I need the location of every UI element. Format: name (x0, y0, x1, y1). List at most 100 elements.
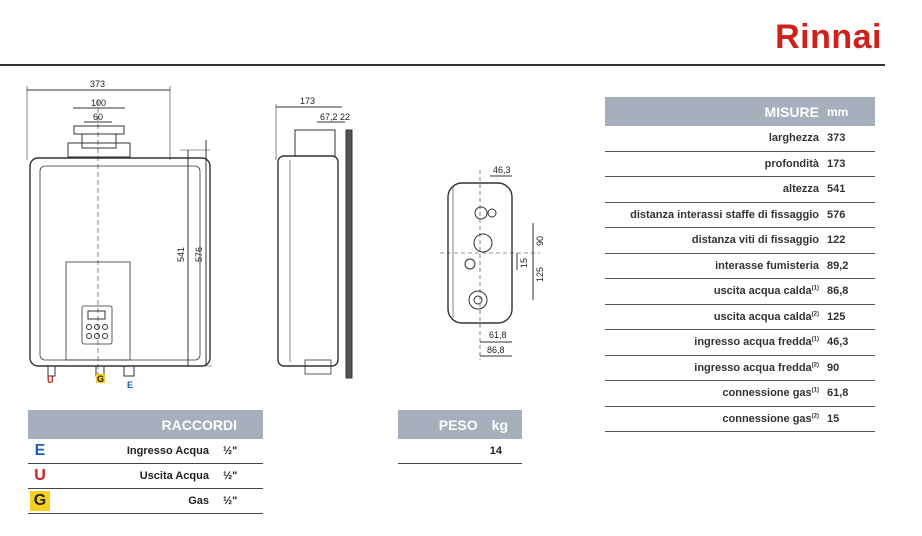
misure-label: distanza interassi staffe di fissaggio (605, 209, 827, 221)
misure-row: distanza interassi staffe di fissaggio 57… (605, 203, 875, 228)
misure-label: uscita acqua calda(1) (605, 285, 827, 297)
dim-b4: 125 (535, 267, 545, 282)
misure-value: 46,3 (827, 336, 849, 349)
misure-row: uscita acqua calda(1)86,8 (605, 279, 875, 305)
misure-label: ingresso acqua fredda(2) (605, 362, 827, 374)
misure-footnote: (1) (811, 387, 819, 394)
misure-table: MISURE mm larghezza 373 profondità 173 altez… (605, 97, 875, 432)
misure-label-text: ingresso acqua fredda (694, 361, 812, 374)
misure-value: 576 (827, 208, 846, 221)
misure-label-text: interasse fumisteria (715, 259, 819, 272)
misure-row: interasse fumisteria 89,2 (605, 254, 875, 279)
misure-label-text: distanza interassi staffe di fissaggio (630, 208, 819, 221)
dim-flue-inner: 60 (93, 112, 103, 122)
peso-title: PESO (438, 416, 478, 433)
misure-label: connessione gas(1) (605, 387, 827, 399)
misure-row: ingresso acqua fredda(1)46,3 (605, 330, 875, 356)
dim-height: 541 (176, 247, 186, 262)
misure-label-text: distanza viti di fissaggio (691, 234, 819, 247)
side-view (275, 104, 353, 379)
misure-label: distanza viti di fissaggio (605, 234, 827, 246)
misure-footnote: (1) (811, 285, 819, 292)
misure-row: connessione gas(1)61,8 (605, 381, 875, 407)
misure-label-text: connessione gas (722, 387, 812, 400)
misure-value: 122 (827, 234, 846, 247)
misure-label: ingresso acqua fredda(1) (605, 336, 827, 348)
connection-size: ½" (223, 445, 238, 457)
misure-label: connessione gas(2) (605, 413, 827, 425)
peso-value: 14 (489, 445, 502, 457)
peso-unit: kg (491, 416, 508, 433)
misure-row: altezza 541 (605, 177, 875, 203)
misure-label-text: connessione gas (722, 412, 812, 425)
connection-size: ½" (223, 495, 238, 507)
connection-letter: G (30, 491, 50, 511)
misure-label: profondità (605, 158, 827, 170)
label-g: G (97, 374, 104, 384)
misure-label-text: uscita acqua calda (713, 285, 812, 298)
connection-letter: U (34, 467, 46, 484)
connection-name: Ingresso Acqua (126, 445, 209, 457)
misure-row: connessione gas(2)15 (605, 407, 875, 432)
dim-b3: 15 (519, 258, 529, 268)
dim-bracket: 576 (194, 247, 204, 262)
misure-title: MISURE (764, 103, 819, 120)
misure-value: 541 (827, 183, 846, 196)
dim-wall-gap: 22 (340, 112, 350, 122)
misure-header: MISURE mm (605, 97, 875, 126)
dim-depth: 173 (300, 96, 315, 106)
misure-value: 89,2 (827, 259, 849, 272)
dim-b6: 86,8 (487, 345, 505, 355)
misure-label-text: altezza (782, 183, 819, 196)
raccordi-table: RACCORDI E Ingresso Acqua ½" U Uscita Acqua ½… (28, 410, 263, 514)
misure-value: 373 (827, 132, 846, 145)
raccordi-row: G Gas ½" (28, 489, 263, 514)
misure-label-text: profondità (764, 157, 819, 170)
misure-label-text: uscita acqua calda (713, 310, 812, 323)
misure-value: 90 (827, 361, 840, 374)
misure-value: 173 (827, 157, 846, 170)
misure-row: ingresso acqua fredda(2)90 (605, 356, 875, 381)
misure-footnote: (2) (811, 362, 819, 369)
front-view (26, 86, 212, 380)
misure-row: uscita acqua calda(2)125 (605, 305, 875, 330)
connection-name: Uscita Acqua (139, 470, 209, 482)
dim-flue-outer: 100 (91, 98, 106, 108)
rinnai-logo: Rinnai (775, 18, 882, 56)
peso-row: 14 (398, 439, 522, 464)
misure-row: larghezza 373 (605, 126, 875, 152)
misure-label: larghezza (605, 132, 827, 144)
header-divider (0, 64, 885, 66)
dim-flue-offset: 67,2 (320, 112, 338, 122)
peso-table: PESO kg 14 (398, 410, 522, 464)
label-u: U (47, 375, 54, 385)
misure-row: distanza viti di fissaggio 122 (605, 228, 875, 254)
dim-b5: 61,8 (489, 330, 507, 340)
connection-name: Gas (188, 495, 209, 507)
dim-b2: 90 (535, 236, 545, 246)
dim-b1: 46,3 (493, 165, 511, 175)
raccordi-row: U Uscita Acqua ½" (28, 464, 263, 489)
misure-label-text: ingresso acqua fredda (694, 336, 812, 349)
raccordi-row: E Ingresso Acqua ½" (28, 439, 263, 464)
misure-footnote: (1) (811, 336, 819, 343)
misure-value: 15 (827, 412, 840, 425)
misure-value: 86,8 (827, 285, 849, 298)
raccordi-header: RACCORDI (28, 410, 263, 439)
misure-label: altezza (605, 183, 827, 195)
misure-label: uscita acqua calda(2) (605, 311, 827, 323)
dim-width: 373 (90, 79, 105, 89)
misure-row: profondità 173 (605, 152, 875, 177)
misure-footnote: (2) (811, 413, 819, 420)
misure-unit: mm (827, 104, 849, 119)
misure-value: 61,8 (827, 387, 849, 400)
bottom-view (440, 170, 540, 360)
misure-value: 125 (827, 310, 846, 323)
misure-label-text: larghezza (768, 132, 819, 145)
connection-size: ½" (223, 470, 238, 482)
connection-letter: E (34, 442, 46, 459)
label-e: E (127, 380, 133, 390)
peso-header: PESO kg (398, 410, 522, 439)
misure-label: interasse fumisteria (605, 260, 827, 272)
